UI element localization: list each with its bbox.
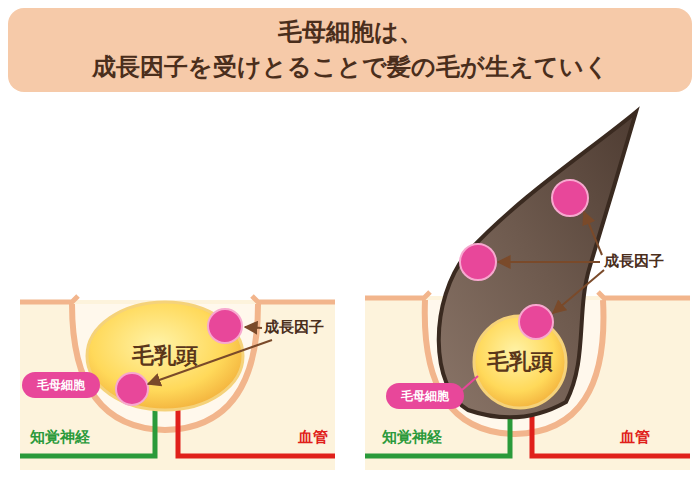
vessel-line [178,405,335,456]
cell-label-pill: 毛母細胞 [22,372,100,398]
node-text: 毛母細胞 [37,377,85,394]
part-label: 血管 [298,428,328,447]
nerve-line [20,405,155,456]
growth-factor-dot [208,309,242,343]
skin-layer [365,296,690,470]
skin-surface [20,296,335,302]
leader-arrow [584,212,602,255]
node-text: 毛乳頭 [132,341,198,371]
leader-arrow [553,270,604,313]
cell-label-pill: 毛母細胞 [386,383,464,409]
node-text: 毛乳頭 [487,347,553,377]
title-banner: 毛母細胞は、 成長因子を受けとることで髪の毛が生えていく [8,8,692,92]
leader-arrow [498,261,600,263]
part-label: 知覚神経 [382,428,442,447]
growth-factor-dot [460,244,496,280]
leader-arrow [148,340,272,384]
growth-factor-dot [116,373,148,405]
growth-factor-dot [552,180,588,216]
leader-line [462,376,478,390]
leader-arrow [245,327,262,328]
part-label: 知覚神経 [30,428,90,447]
node-text: 毛母細胞 [401,388,449,405]
part-label: 成長因子 [604,252,664,271]
part-label: 血管 [620,428,650,447]
part-label: 成長因子 [264,318,324,337]
skin-layer [20,300,335,470]
growth-factor-dot [519,305,553,339]
papilla-shape [87,302,243,410]
vessel-line [532,405,690,456]
